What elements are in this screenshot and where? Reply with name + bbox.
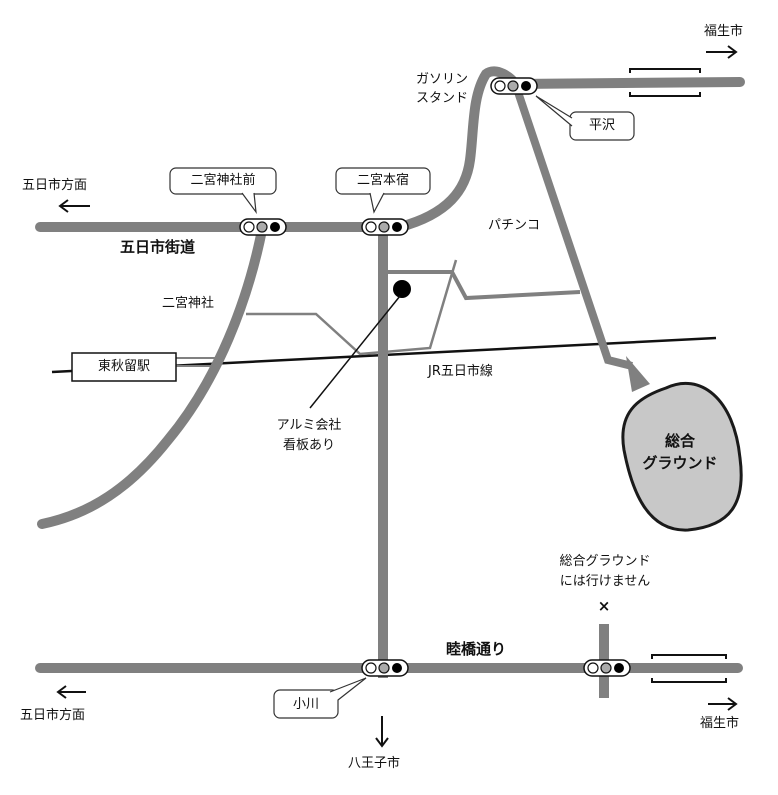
bridge-north — [629, 68, 701, 97]
arrow-hachioji — [375, 716, 389, 748]
station-box — [71, 352, 177, 382]
label-itsukaichi-kaido: 五日市街道 — [120, 238, 196, 256]
arrow-fussa-top — [706, 45, 738, 59]
traffic-signal-gas-station — [490, 77, 538, 95]
label-pachinko: パチンコ — [488, 218, 541, 233]
callout-ninomiya-honshuku — [335, 167, 431, 214]
label-alumi-line2: 看板あり — [282, 438, 335, 453]
bridge-south — [651, 654, 727, 683]
kaido-curve-road — [395, 66, 520, 232]
label-itsukaichi-west-top: 五日市方面 — [22, 178, 88, 193]
label-ninomiya-shrine: 二宮神社 — [162, 296, 215, 311]
label-ninomiya-honshuku: 二宮本宿 — [356, 173, 409, 188]
traffic-signal-ogawa — [361, 659, 409, 677]
arrow-itsukaichi-top — [58, 199, 90, 213]
callout-hirasawa — [535, 95, 635, 141]
label-fussa-bottom: 福生市 — [700, 716, 740, 731]
no-entry-mark: × — [597, 597, 611, 615]
label-mutsumibashi-dori: 睦橋通り — [446, 640, 507, 658]
label-ground-line2: グラウンド — [642, 454, 718, 472]
side-road-shrine — [246, 259, 458, 356]
label-ground-line1: 総合 — [664, 432, 695, 450]
label-gas-station-line2: スタンド — [416, 91, 469, 106]
label-itsukaichi-west-bottom: 五日市方面 — [20, 708, 86, 723]
west-curve-road — [37, 225, 267, 529]
label-hachioji: 八王子市 — [348, 756, 401, 771]
label-hirasawa: 平沢 — [588, 118, 615, 133]
arrow-fussa-bottom — [708, 697, 738, 711]
road-to-ground — [514, 90, 633, 370]
label-ground-note-line1: 総合グラウンド — [559, 554, 651, 569]
label-higashi-akiru-station: 東秋留駅 — [97, 359, 150, 374]
traffic-signal-ninomiya-honshuku — [361, 218, 409, 236]
traffic-signal-ninomiya-shrine-front — [239, 218, 287, 236]
label-fussa-top: 福生市 — [704, 24, 744, 39]
ground-area — [621, 381, 743, 532]
callout-ninomiya-shrine-front — [169, 167, 277, 215]
label-gas-station-line1: ガソリン — [416, 72, 469, 87]
callout-ogawa — [273, 677, 367, 719]
traffic-signal-east — [583, 659, 631, 677]
side-road-north — [384, 270, 581, 301]
label-alumi-line1: アルミ会社 — [276, 418, 342, 433]
label-ground-note-line2: には行けません — [559, 574, 651, 589]
north-road-to-fussa — [510, 77, 745, 89]
alumi-pointer-line — [309, 295, 401, 409]
alumi-company-marker — [393, 280, 411, 298]
label-ninomiya-shrine-front: 二宮神社前 — [190, 173, 256, 188]
ground-arrow-head — [626, 356, 650, 392]
arrow-itsukaichi-bottom — [56, 685, 86, 699]
label-jr-itsukaichi-line: JR五日市線 — [428, 364, 493, 379]
label-ogawa: 小川 — [292, 697, 319, 712]
